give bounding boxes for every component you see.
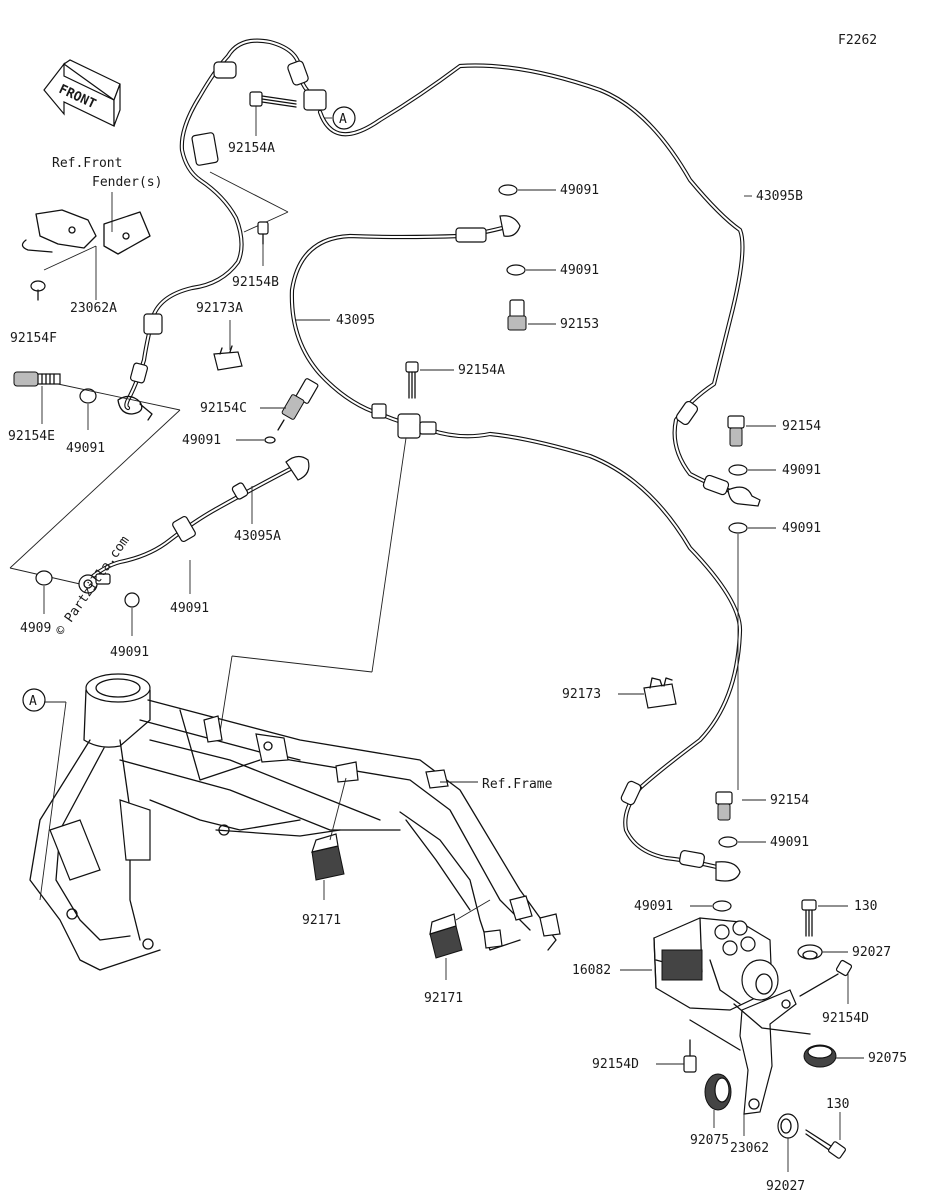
label-49091-d: 49091	[66, 441, 105, 456]
front-brake-hose	[117, 38, 327, 421]
label-92075-b: 92075	[868, 1051, 907, 1066]
label-49091-g: 49091	[110, 645, 149, 660]
label-130-a: 130	[854, 899, 877, 914]
watermark: © Partzilla.com	[53, 533, 133, 638]
washer-4909-e	[35, 570, 53, 586]
bolt-92154f	[30, 280, 46, 301]
washer-49091-a	[498, 184, 518, 196]
label-92154b: 92154B	[232, 275, 279, 290]
motorcycle-frame	[29, 673, 561, 971]
callout-a-frame: A	[29, 694, 37, 709]
label-92154c: 92154C	[200, 401, 247, 416]
bolt-130-upper	[801, 899, 817, 937]
washer-49091-k	[712, 900, 732, 912]
bolt-92154-lower	[715, 791, 733, 821]
label-92154d-a: 92154D	[822, 1011, 869, 1026]
label-49091-c: 49091	[182, 433, 221, 448]
label-49091-i: 49091	[782, 521, 821, 536]
callout-a-top: A	[339, 112, 347, 127]
washer-49091-j	[718, 836, 738, 848]
label-130-b: 130	[826, 1097, 849, 1112]
diagram-code: F2262	[838, 33, 877, 48]
brake-pipe-43095	[289, 215, 743, 791]
label-23062a: 23062A	[70, 301, 117, 316]
label-92027-a: 92027	[852, 945, 891, 960]
label-43095: 43095	[336, 313, 375, 328]
hose-43095a	[78, 455, 310, 594]
bolt-92154-upper	[727, 415, 745, 447]
clip-92173a	[213, 345, 243, 371]
label-49091-j: 49091	[770, 835, 809, 850]
label-16082: 16082	[572, 963, 611, 978]
label-49091-a: 49091	[560, 183, 599, 198]
label-92154-a: 92154	[782, 419, 821, 434]
ref-front-label-2: Fender(s)	[92, 175, 162, 190]
label-92173a: 92173A	[196, 301, 243, 316]
brake-pipe-43095b	[317, 63, 761, 507]
lower-brake-hose	[620, 780, 741, 882]
label-92075-a: 92075	[690, 1133, 729, 1148]
label-92027-b: 92027	[766, 1179, 805, 1194]
label-92154e: 92154E	[8, 429, 55, 444]
bracket-23062a	[21, 209, 151, 255]
ref-front-label-1: Ref.Front	[52, 156, 122, 171]
bolt-92154e	[13, 371, 61, 387]
washer-49091-i	[728, 522, 748, 534]
bolt-92153	[507, 299, 527, 331]
washer-49091-c	[264, 436, 276, 444]
label-49091-f: 49091	[170, 601, 209, 616]
bolt-130-lower	[805, 1129, 846, 1159]
label-92154-b: 92154	[770, 793, 809, 808]
label-49091-h: 49091	[782, 463, 821, 478]
label-4909-e: 4909	[20, 621, 51, 636]
washer-49091-b	[506, 264, 526, 276]
washer-49091-g	[124, 592, 140, 608]
damper-92171-b	[429, 913, 463, 959]
label-92154a-top: 92154A	[228, 141, 275, 156]
bolt-92154d-left	[683, 1039, 697, 1073]
grommet-92075-left	[704, 1073, 732, 1111]
front-arrow-icon: FRONT	[43, 59, 121, 127]
bolt-92154a-top	[249, 91, 297, 108]
clip-92173	[643, 677, 677, 709]
damper-92171-a	[311, 833, 345, 881]
label-49091-b: 49091	[560, 263, 599, 278]
label-92154d-b: 92154D	[592, 1057, 639, 1072]
grommet-92027-lower	[777, 1113, 799, 1139]
label-23062: 23062	[730, 1141, 769, 1156]
label-49091-k: 49091	[634, 899, 673, 914]
abs-unit-16082	[653, 917, 779, 1011]
bolt-92154d-right	[799, 959, 853, 997]
washer-49091-h	[728, 464, 748, 476]
label-92173: 92173	[562, 687, 601, 702]
label-92171-a: 92171	[302, 913, 341, 928]
label-92153: 92153	[560, 317, 599, 332]
grommet-92075-right	[803, 1044, 837, 1068]
ref-frame-label: Ref.Frame	[482, 777, 553, 792]
grommet-92027-upper	[797, 944, 823, 960]
bolt-92154a-mid	[405, 361, 419, 399]
washer-49091-d	[79, 388, 97, 404]
label-92154f: 92154F	[10, 331, 57, 346]
label-43095a: 43095A	[234, 529, 281, 544]
bolt-92154b	[257, 221, 269, 245]
label-92171-b: 92171	[424, 991, 463, 1006]
label-43095b: 43095B	[756, 189, 803, 204]
bracket-23062	[689, 989, 811, 1115]
bolt-92154c	[277, 378, 319, 431]
label-92154a-mid: 92154A	[458, 363, 505, 378]
